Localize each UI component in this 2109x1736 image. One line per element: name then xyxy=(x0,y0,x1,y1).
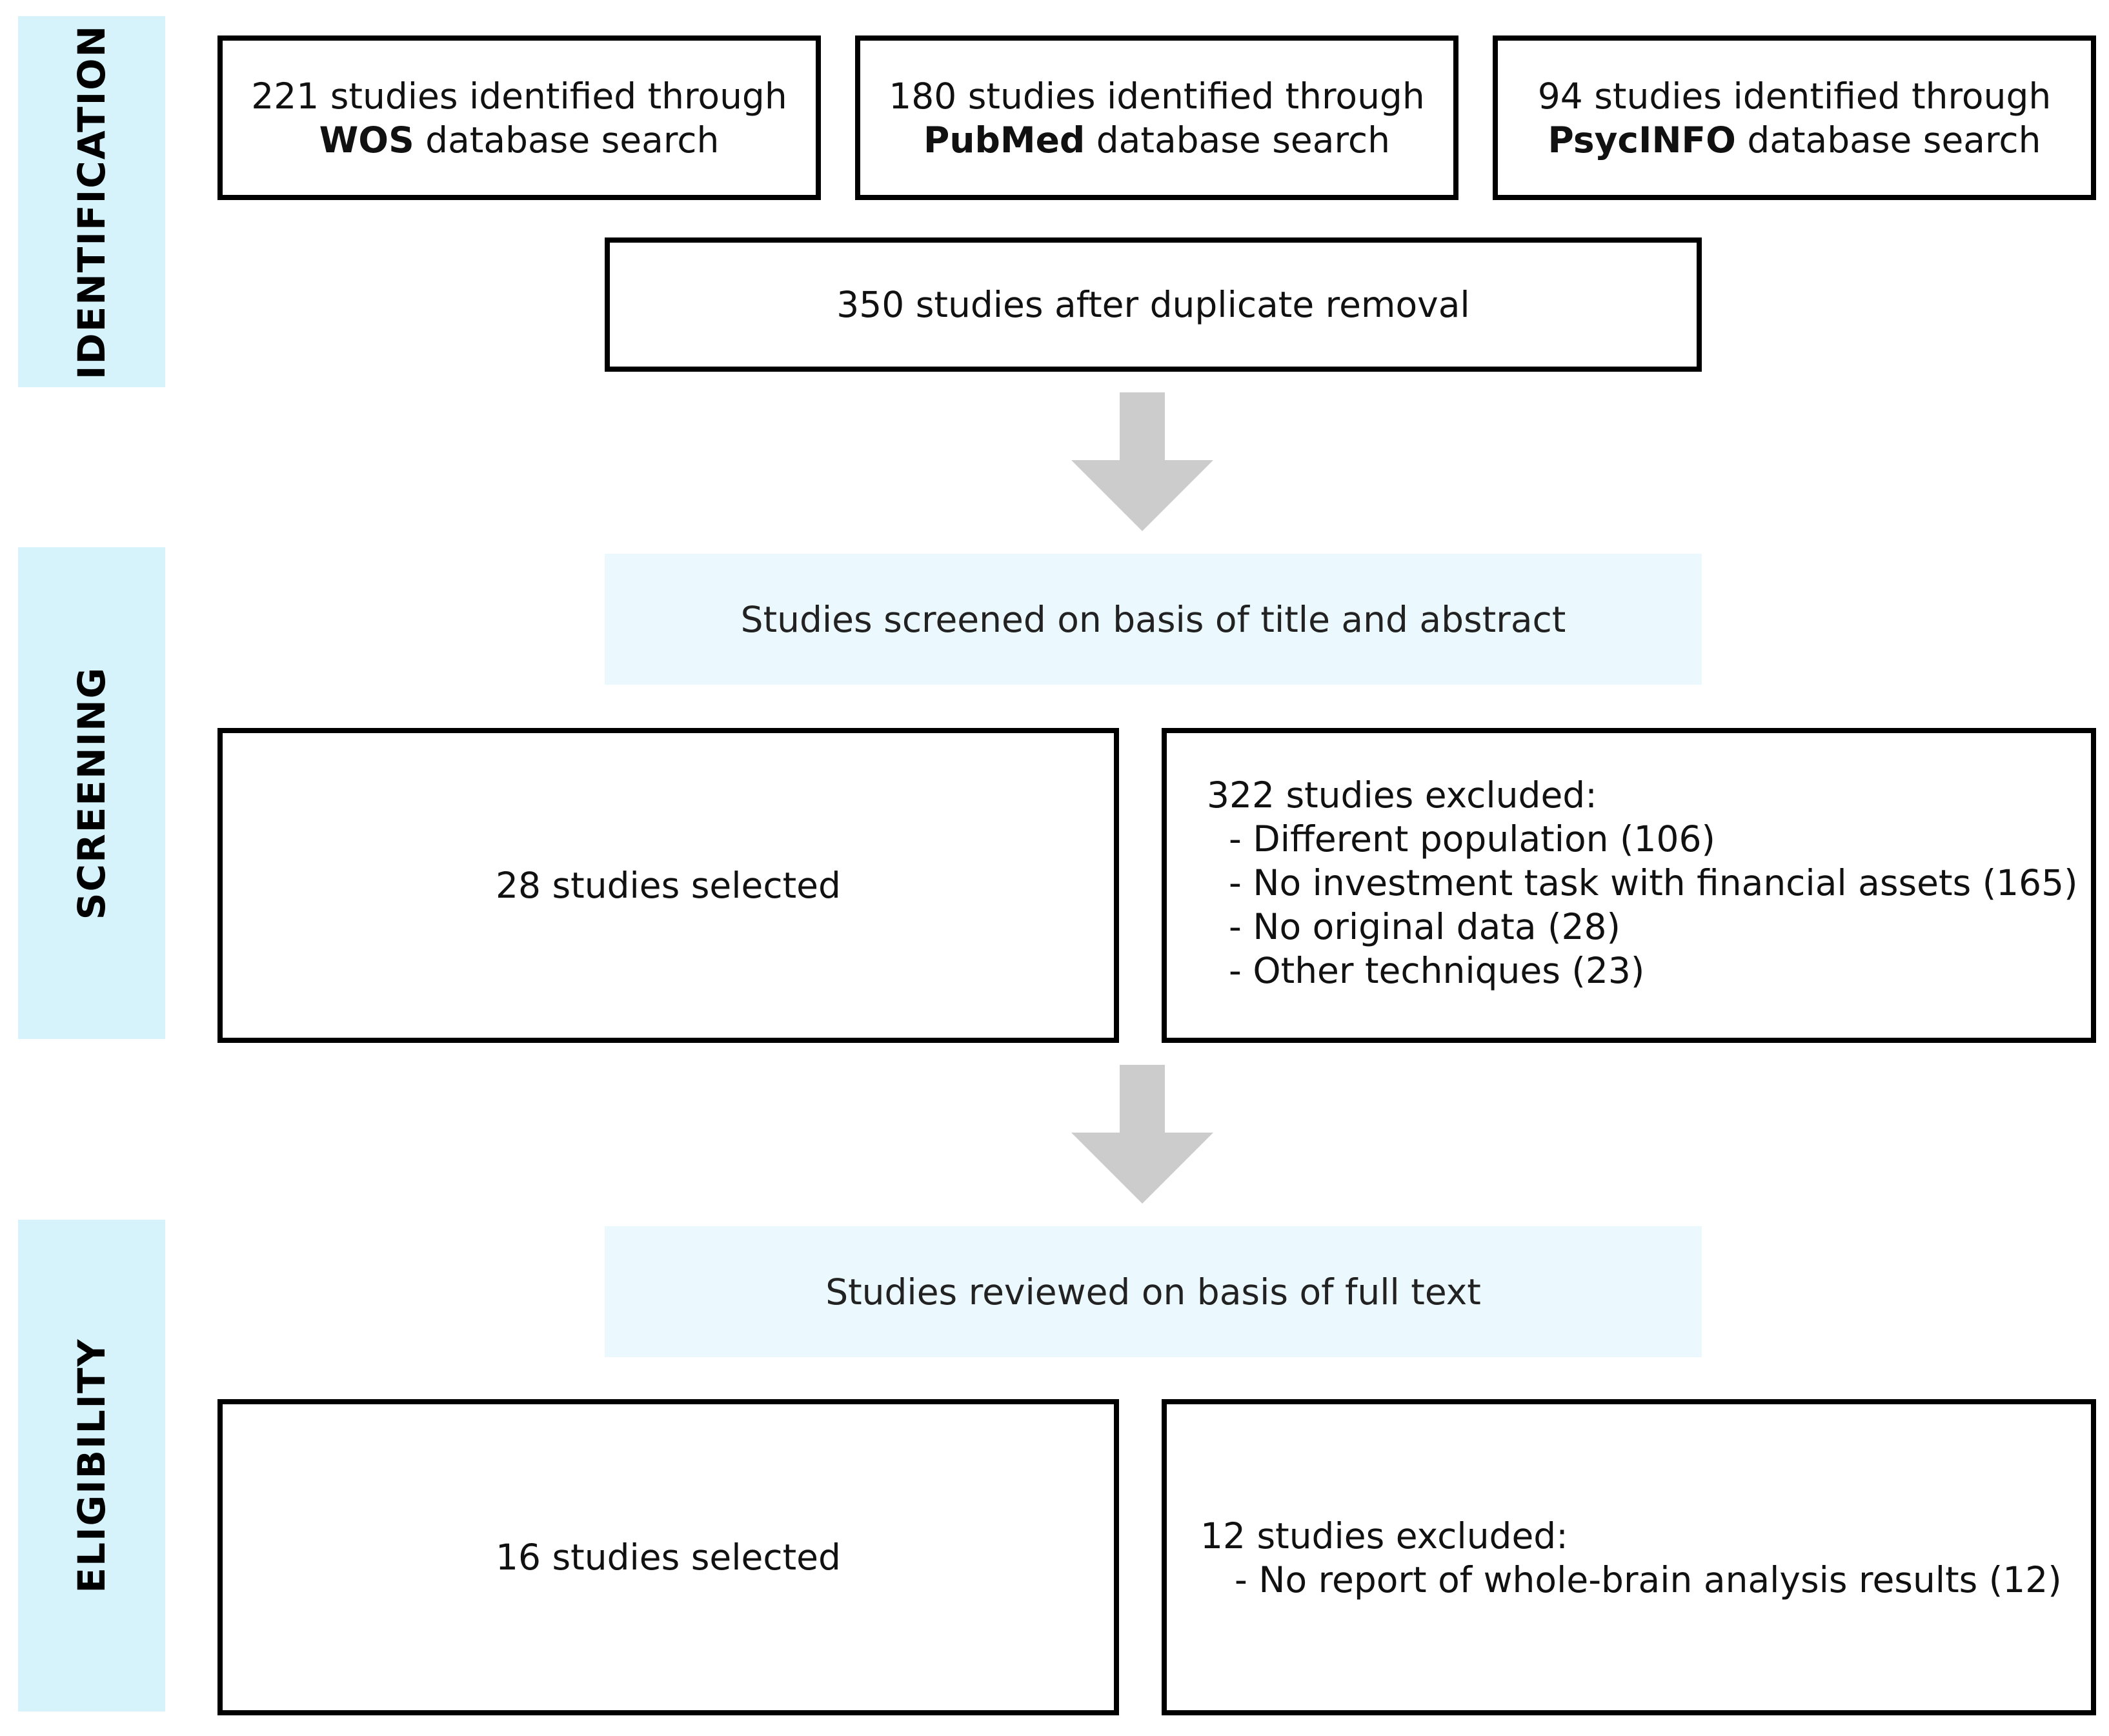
source-wos-suffix: database search xyxy=(425,119,720,161)
list-item: No investment task with financial assets… xyxy=(1229,861,2077,905)
eligibility-selected-text: 16 studies selected xyxy=(496,1537,841,1578)
source-box-pubmed: 180 studies identified through PubMed da… xyxy=(855,35,1458,200)
stage-screening-label: SCREENING xyxy=(70,666,114,920)
eligibility-excluded-list: No report of whole-brain analysis result… xyxy=(1235,1558,2061,1602)
source-box-psycinfo: 94 studies identified through PsycINFO d… xyxy=(1493,35,2096,200)
list-item: No report of whole-brain analysis result… xyxy=(1235,1558,2061,1602)
stage-identification: IDENTIFICATION xyxy=(18,16,165,387)
list-item: No original data (28) xyxy=(1229,905,2078,949)
stage-identification-label: IDENTIFICATION xyxy=(70,24,114,379)
list-item: Different population (106) xyxy=(1229,817,2078,861)
screening-band: Studies screened on basis of title and a… xyxy=(605,554,1702,685)
down-arrow-icon xyxy=(1071,392,1213,531)
source-psycinfo-count: 94 studies identified through xyxy=(1537,75,2052,117)
list-item: Other techniques (23) xyxy=(1229,949,2078,993)
source-wos-db: WOS xyxy=(319,119,414,161)
source-pubmed-count: 180 studies identified through xyxy=(889,75,1425,117)
source-wos-count: 221 studies identified through xyxy=(251,75,787,117)
stage-screening: SCREENING xyxy=(18,547,165,1039)
eligibility-excluded-box: 12 studies excluded: No report of whole-… xyxy=(1162,1399,2096,1715)
down-arrow-icon xyxy=(1071,1065,1213,1204)
eligibility-band-text: Studies reviewed on basis of full text xyxy=(825,1271,1481,1313)
eligibility-band: Studies reviewed on basis of full text xyxy=(605,1226,1702,1357)
eligibility-excluded-title: 12 studies excluded: xyxy=(1200,1515,1568,1557)
source-pubmed-db: PubMed xyxy=(923,119,1085,161)
stage-eligibility: ELIGIBILITY xyxy=(18,1220,165,1711)
screening-excluded-box: 322 studies excluded: Different populati… xyxy=(1162,728,2096,1043)
after-duplicates-box: 350 studies after duplicate removal xyxy=(605,237,1702,372)
screening-excluded-title: 322 studies excluded: xyxy=(1207,774,1597,816)
screening-excluded-list: Different population (106) No investment… xyxy=(1229,817,2078,993)
screening-selected-text: 28 studies selected xyxy=(496,865,841,906)
screening-selected-box: 28 studies selected xyxy=(217,728,1119,1043)
source-psycinfo-suffix: database search xyxy=(1747,119,2041,161)
eligibility-selected-box: 16 studies selected xyxy=(217,1399,1119,1715)
screening-band-text: Studies screened on basis of title and a… xyxy=(740,598,1566,640)
source-psycinfo-db: PsycINFO xyxy=(1548,119,1736,161)
source-box-wos: 221 studies identified through WOS datab… xyxy=(217,35,821,200)
source-pubmed-suffix: database search xyxy=(1096,119,1390,161)
stage-eligibility-label: ELIGIBILITY xyxy=(70,1338,114,1593)
after-duplicates-text: 350 studies after duplicate removal xyxy=(836,284,1470,325)
